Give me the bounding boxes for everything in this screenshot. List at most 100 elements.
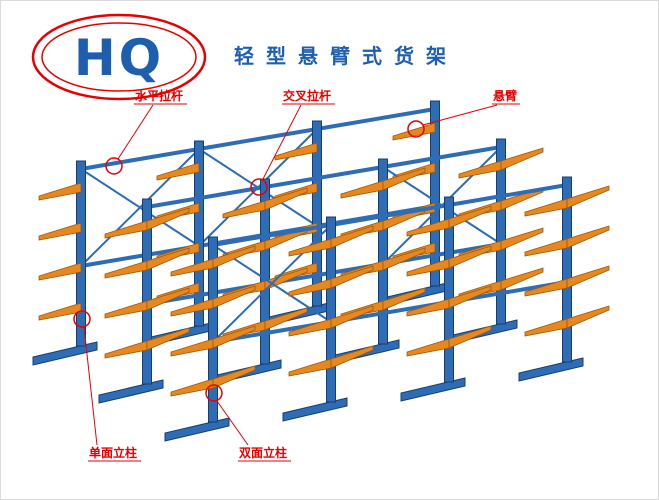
cantilever-arm xyxy=(330,345,374,369)
cantilever-arm xyxy=(288,238,332,257)
callout-horizontal-tie: 水平拉杆 xyxy=(105,88,187,175)
cantilever-arm xyxy=(274,142,318,161)
cantilever-arm xyxy=(330,225,374,249)
cross-brace xyxy=(80,148,200,267)
double-column-leader xyxy=(216,400,249,446)
single-column-marker xyxy=(73,310,91,328)
callout-double-column: 双面立柱 xyxy=(205,384,291,462)
cantilever-arm xyxy=(212,285,256,309)
double-column-marker xyxy=(205,384,223,402)
cantilever-arm xyxy=(566,305,610,329)
cantilever-arm xyxy=(170,298,214,317)
cantilever-arm xyxy=(170,338,214,357)
upright-column xyxy=(562,176,572,363)
cantilever-arm xyxy=(382,287,426,311)
callout-cross-tie: 交叉拉杆 xyxy=(250,88,335,196)
cantilever-arm xyxy=(38,182,82,201)
callout-single-column: 单面立柱 xyxy=(73,310,141,462)
cantilever-arm xyxy=(566,185,610,209)
tie-rail xyxy=(146,145,502,209)
cantilever-arm xyxy=(458,160,502,179)
cantilever-arm xyxy=(38,262,82,281)
tie-rail xyxy=(146,242,502,306)
cantilever-arm xyxy=(330,305,374,329)
page-title: 轻型悬臂式货架 xyxy=(234,44,458,68)
column-base xyxy=(400,377,466,402)
cantilever-arm xyxy=(264,267,308,291)
logo-outer-ring xyxy=(31,13,207,101)
single-column-leader xyxy=(83,326,98,446)
cantilever-arm xyxy=(448,245,492,269)
cantilever-arm xyxy=(566,225,610,249)
column-base xyxy=(32,341,98,366)
cantilever-arm xyxy=(406,218,450,237)
logo-inner-ring xyxy=(41,22,197,92)
upright-column xyxy=(142,198,152,385)
cantilever-arm xyxy=(448,205,492,229)
cantilever-arm xyxy=(264,187,308,211)
upright-column xyxy=(496,138,506,325)
callout-arm: 悬臂 xyxy=(407,88,520,138)
cantilever-arm xyxy=(406,258,450,277)
cantilever-arm xyxy=(156,162,200,181)
cantilever-arm xyxy=(382,247,426,271)
cantilever-arm xyxy=(104,340,148,359)
rack-structure xyxy=(32,100,610,442)
cantilever-arm xyxy=(38,302,82,321)
cantilever-arm xyxy=(104,220,148,239)
tie-rail xyxy=(80,107,436,171)
cantilever-arm xyxy=(288,358,332,377)
cantilever-arm xyxy=(212,365,256,389)
horizontal-tie-leader xyxy=(117,104,154,160)
logo: HQ xyxy=(31,13,207,101)
upright-column xyxy=(194,140,204,327)
upright-column xyxy=(326,216,336,403)
cantilever-arm xyxy=(566,265,610,289)
cantilever-arm xyxy=(382,167,426,191)
cantilever-arm xyxy=(146,247,190,271)
upright-column xyxy=(444,196,454,383)
cross-brace xyxy=(212,224,332,343)
annotations: 水平拉杆 交叉拉杆 悬臂 单面立柱 xyxy=(73,88,520,462)
column-base xyxy=(164,417,230,442)
cantilever-arm xyxy=(500,147,544,171)
cantilever-arm xyxy=(406,338,450,357)
arm-marker xyxy=(407,120,425,138)
upright-column xyxy=(378,158,388,345)
upright-column xyxy=(208,236,218,423)
upright-column xyxy=(430,100,440,287)
cross-tie-leader xyxy=(262,104,302,180)
tie-rail xyxy=(212,280,568,344)
cantilever-arm xyxy=(524,238,568,257)
cantilever-arm xyxy=(288,278,332,297)
upright-column xyxy=(312,120,322,307)
cantilever-arm xyxy=(38,222,82,241)
horizontal-tie-marker xyxy=(105,157,123,175)
cantilever-arm xyxy=(170,258,214,277)
column-base xyxy=(518,357,584,382)
cantilever-arm xyxy=(524,318,568,337)
cantilever-arm xyxy=(104,300,148,319)
upright-column xyxy=(76,160,86,347)
horizontal-tie-label: 水平拉杆 xyxy=(135,88,183,103)
logo-text: HQ xyxy=(74,29,164,87)
cross-tie-marker xyxy=(250,178,268,196)
cross-tie-label: 交叉拉杆 xyxy=(283,88,331,103)
cantilever-arm xyxy=(146,287,190,311)
cantilever-arm xyxy=(500,267,544,291)
cantilever-arm xyxy=(146,207,190,231)
cantilever-arm xyxy=(212,325,256,349)
cantilever-arm xyxy=(222,200,266,219)
arm-leader xyxy=(422,104,498,126)
single-column-label: 单面立柱 xyxy=(89,445,137,460)
arm-label: 悬臂 xyxy=(492,88,517,103)
double-column-label: 双面立柱 xyxy=(239,445,287,460)
column-base xyxy=(98,379,164,404)
cantilever-arm xyxy=(448,285,492,309)
cantilever-arm xyxy=(264,307,308,331)
cantilever-arm xyxy=(146,327,190,351)
cantilever-arm xyxy=(104,260,148,279)
upright-column xyxy=(260,178,270,365)
